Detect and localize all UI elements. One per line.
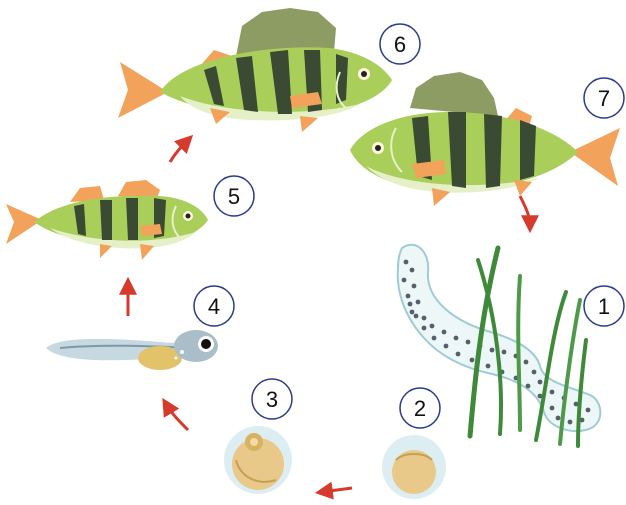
stage-number-4: 4 [194, 286, 234, 326]
dorsal-fin-icon [410, 72, 498, 116]
egg-dot [410, 268, 415, 273]
egg-dot [454, 336, 459, 341]
egg-dot [568, 420, 573, 425]
stage-number-label: 4 [208, 294, 220, 319]
tail-fin-icon [118, 62, 168, 118]
egg-dot [430, 324, 435, 329]
egg-dot [406, 294, 411, 299]
egg-dot [466, 340, 471, 345]
egg-dot [402, 278, 407, 283]
egg-dot [586, 408, 591, 413]
egg-dot [414, 314, 419, 319]
egg-dot [456, 352, 461, 357]
egg-dot [524, 360, 529, 365]
juvenile-perch-5 [6, 180, 208, 260]
egg-dot [532, 370, 537, 375]
adult-perch-6 [118, 8, 392, 132]
stage-number-2: 2 [400, 388, 440, 428]
egg-dot [404, 260, 409, 265]
egg-dot [502, 350, 507, 355]
egg-dot [556, 416, 561, 421]
egg-dot [432, 336, 437, 341]
stage-number-label: 7 [598, 86, 610, 111]
stage-number-label: 2 [414, 396, 426, 421]
arrow-icon [520, 196, 530, 226]
stage-number-3: 3 [252, 379, 292, 419]
stage-number-label: 1 [598, 294, 610, 319]
tail-fin-icon [570, 128, 620, 186]
egg-dot [526, 384, 531, 389]
egg-dot [538, 380, 543, 385]
egg-dot [408, 302, 413, 307]
egg-dot [442, 330, 447, 335]
larva-4 [46, 330, 218, 370]
adult-perch-7 [350, 72, 620, 206]
egg-dot [422, 316, 427, 321]
arrow-icon [170, 140, 188, 162]
stage-number-6: 6 [380, 24, 420, 64]
egg-dot [550, 390, 555, 395]
arrow-icon [322, 488, 352, 492]
stage-number-label: 5 [228, 184, 240, 209]
tail-fin-icon [6, 204, 42, 244]
stage-number-label: 3 [266, 387, 278, 412]
egg-dot [416, 300, 421, 305]
egg-dot [422, 326, 427, 331]
stage-number-label: 6 [394, 32, 406, 57]
stage-number-1: 1 [584, 286, 624, 326]
egg-2 [382, 435, 446, 499]
egg-dot [410, 310, 415, 315]
egg-dot [470, 358, 475, 363]
embryo-3 [224, 426, 292, 494]
stage-number-7: 7 [584, 78, 624, 118]
egg-dot [490, 348, 495, 353]
egg-dot [486, 364, 491, 369]
arrow-icon [166, 404, 188, 430]
egg-dot [550, 406, 555, 411]
stage-number-5: 5 [214, 176, 254, 216]
egg-dot [444, 344, 449, 349]
egg-dot [412, 284, 417, 289]
